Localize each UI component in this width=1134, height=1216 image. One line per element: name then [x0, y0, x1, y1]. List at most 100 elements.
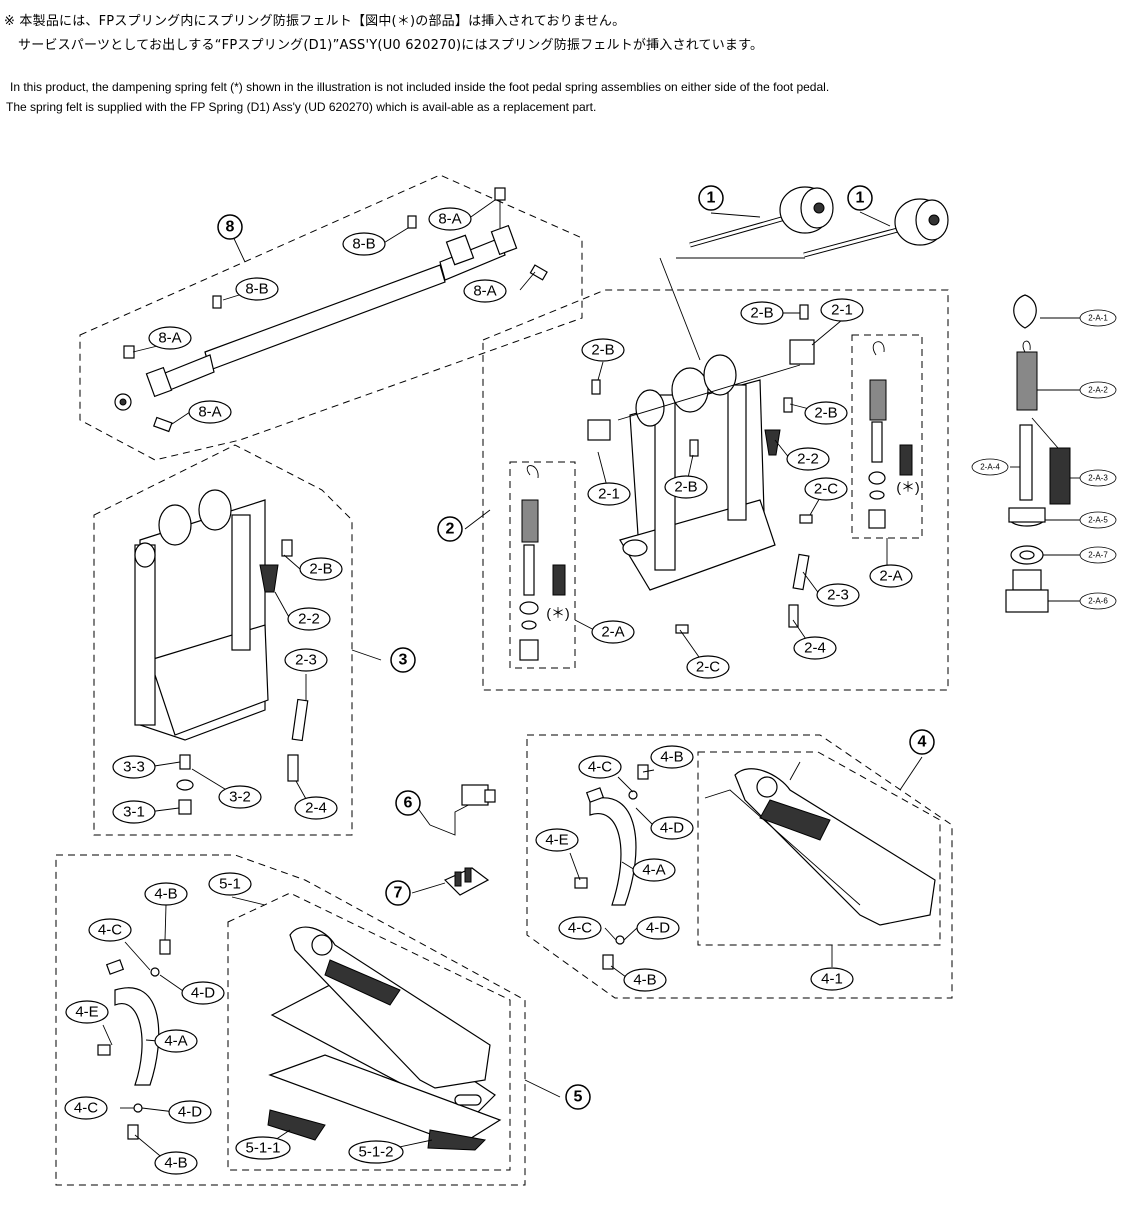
- svg-text:4-B: 4-B: [154, 886, 177, 903]
- group-4-boundary: [526, 734, 953, 999]
- svg-text:2-4: 2-4: [305, 800, 327, 817]
- svg-text:3-2: 3-2: [229, 789, 251, 806]
- drum-key: [429, 784, 496, 836]
- spring-2A-exploded: [1005, 294, 1071, 613]
- callout-2A-left: 2-A: [591, 620, 635, 644]
- callout-2B-center: 2-B: [664, 475, 708, 499]
- footboard-4-1: [704, 761, 936, 926]
- callout-23-frame3: 2-3: [284, 648, 328, 672]
- callout-4A-left: 4-A: [154, 1029, 198, 1053]
- svg-text:4-B: 4-B: [164, 1155, 187, 1172]
- svg-text:4-E: 4-E: [75, 1004, 98, 1021]
- svg-text:4-D: 4-D: [191, 985, 215, 1002]
- callout-4D-right-top: 4-D: [650, 816, 694, 840]
- callout-2B-frame3: 2-B: [299, 557, 343, 581]
- callout-8A-top: 8-A: [428, 207, 472, 231]
- svg-text:1: 1: [707, 190, 716, 207]
- callout-2A7: 2-A-7: [1079, 546, 1117, 564]
- callout-8A-bottom: 8-A: [188, 400, 232, 424]
- svg-text:4-C: 4-C: [568, 920, 592, 937]
- svg-text:2-A-2: 2-A-2: [1088, 386, 1108, 395]
- svg-text:(＊): (＊): [546, 605, 569, 621]
- callout-8B-top: 8-B: [342, 232, 386, 256]
- callout-1b: 1: [847, 185, 873, 211]
- svg-text:2-A-4: 2-A-4: [980, 463, 1000, 472]
- group-41-boundary: [697, 751, 941, 946]
- spring-assembly-2A: [868, 341, 913, 529]
- svg-text:8: 8: [226, 219, 235, 236]
- callout-4B-right-top: 4-B: [650, 745, 694, 769]
- callout-21-top: 2-1: [820, 298, 864, 322]
- callout-22-frame3: 2-2: [287, 607, 331, 631]
- svg-text:8-B: 8-B: [245, 281, 268, 298]
- group-8-boundary: [79, 174, 583, 461]
- svg-text:2-3: 2-3: [827, 587, 849, 604]
- svg-text:4-B: 4-B: [660, 749, 683, 766]
- svg-text:4-C: 4-C: [588, 759, 612, 776]
- callout-512: 5-1-2: [348, 1140, 404, 1164]
- svg-text:4-C: 4-C: [74, 1100, 98, 1117]
- callout-33: 3-3: [112, 755, 156, 779]
- callout-1a: 1: [698, 185, 724, 211]
- group-51-boundary: [227, 892, 511, 1171]
- callout-4B-left-bottom: 4-B: [154, 1151, 198, 1175]
- svg-text:8-A: 8-A: [198, 404, 221, 421]
- callout-32: 3-2: [218, 785, 262, 809]
- callout-22-right: 2-2: [786, 447, 830, 471]
- svg-text:4-B: 4-B: [633, 972, 656, 989]
- callout-8B-left: 8-B: [235, 277, 279, 301]
- callout-7: 7: [385, 880, 411, 906]
- svg-text:4-A: 4-A: [642, 862, 665, 879]
- svg-text:7: 7: [394, 885, 403, 902]
- svg-text:2-A: 2-A: [601, 624, 624, 641]
- callout-41: 4-1: [810, 967, 854, 991]
- callout-asterisk-right: (＊): [896, 479, 919, 495]
- svg-text:4-D: 4-D: [178, 1104, 202, 1121]
- group-2-boundary: [482, 289, 949, 691]
- callout-8: 8: [217, 214, 243, 240]
- svg-text:2-4: 2-4: [804, 640, 826, 657]
- svg-text:2: 2: [446, 521, 455, 538]
- svg-text:4-E: 4-E: [545, 832, 568, 849]
- svg-text:2-A-3: 2-A-3: [1088, 474, 1108, 483]
- group-2A-left-boundary: [509, 461, 576, 669]
- svg-text:2-B: 2-B: [814, 405, 837, 422]
- note-jp-line2: サービスパーツとしてお出しする“FPスプリング(D1)”ASS'Y(U0 620…: [18, 38, 764, 53]
- svg-text:2-A-7: 2-A-7: [1088, 551, 1108, 560]
- svg-text:2-2: 2-2: [298, 611, 320, 628]
- svg-text:5-1: 5-1: [219, 876, 241, 893]
- svg-text:2-A-1: 2-A-1: [1088, 314, 1108, 323]
- callout-4B-right-bottom: 4-B: [623, 968, 667, 992]
- key-holder: [443, 867, 490, 896]
- callout-4: 4: [909, 729, 935, 755]
- callout-511: 5-1-1: [235, 1136, 291, 1160]
- callout-asterisk-left: (＊): [546, 605, 569, 621]
- group-2A-boundary: [851, 334, 923, 539]
- heel-hinge-4A-left: [97, 939, 171, 1140]
- svg-text:4-C: 4-C: [98, 922, 122, 939]
- svg-text:8-B: 8-B: [352, 236, 375, 253]
- svg-text:2-C: 2-C: [814, 481, 838, 498]
- callout-4C-left-bottom: 4-C: [64, 1096, 108, 1120]
- svg-text:8-A: 8-A: [438, 211, 461, 228]
- svg-text:2-B: 2-B: [591, 342, 614, 359]
- svg-text:2-B: 2-B: [674, 479, 697, 496]
- callout-23-right: 2-3: [816, 583, 860, 607]
- svg-text:2-1: 2-1: [598, 486, 620, 503]
- svg-text:4-D: 4-D: [646, 920, 670, 937]
- callout-51: 5-1: [208, 872, 252, 896]
- callout-2C-bottom: 2-C: [686, 655, 730, 679]
- svg-text:2-B: 2-B: [750, 305, 773, 322]
- callout-8A-left: 8-A: [148, 326, 192, 350]
- svg-text:2-B: 2-B: [309, 561, 332, 578]
- callout-24-frame3: 2-4: [294, 796, 338, 820]
- secondary-pedal-frame: [134, 489, 309, 815]
- svg-text:5-1-2: 5-1-2: [358, 1144, 393, 1161]
- callout-2A-right: 2-A: [869, 564, 913, 588]
- group-5-boundary: [55, 854, 526, 1186]
- svg-text:6: 6: [404, 795, 413, 812]
- svg-text:3: 3: [399, 652, 408, 669]
- callout-4D-left-bottom: 4-D: [168, 1100, 212, 1124]
- spring-assembly-2A-left: [519, 465, 566, 661]
- footboard-5-1: [267, 926, 502, 1151]
